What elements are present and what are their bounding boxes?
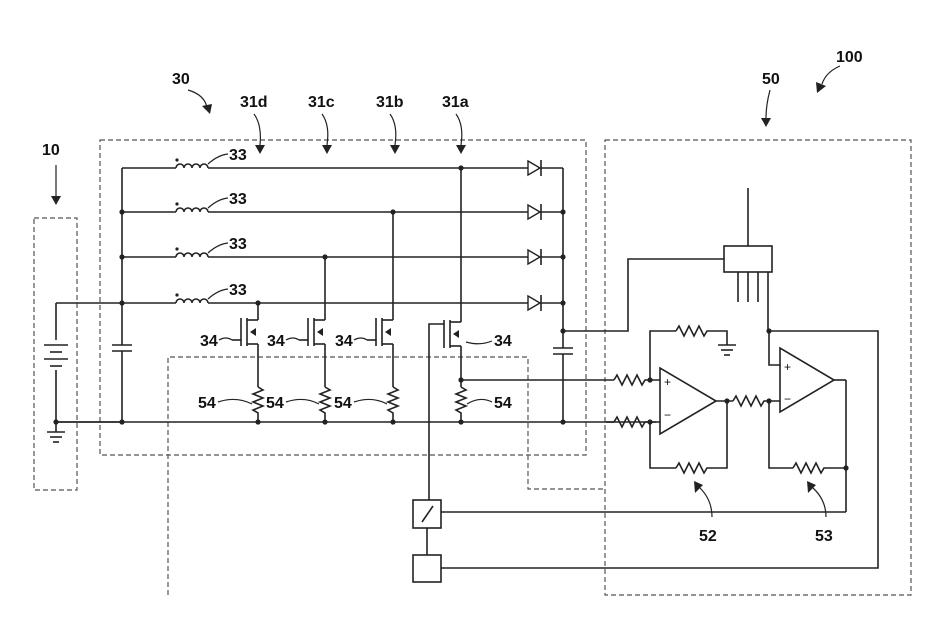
ref-label-shunt: 54: [198, 395, 216, 412]
inductor-icon: [176, 208, 208, 212]
sense-region: [168, 357, 605, 595]
inductor-icon: [176, 299, 208, 303]
mosfet-icon: [299, 257, 325, 387]
resistor-icon: [676, 326, 727, 345]
ref-label-shunt: 54: [266, 395, 284, 412]
battery-box: [34, 218, 77, 490]
arrow-icon: [202, 104, 212, 114]
resistor-icon: [456, 387, 466, 422]
inductor-icon: [176, 164, 208, 168]
ref-label-shunt: 54: [494, 395, 512, 412]
input-capacitor-icon: [112, 345, 132, 351]
arrow-icon: [456, 145, 466, 154]
minus-sign: −: [664, 408, 671, 422]
resistor-icon: [253, 387, 263, 422]
diode-icon: [528, 160, 563, 176]
ref-label-inductor: 33: [229, 282, 247, 299]
resistor-icon: [320, 387, 330, 422]
diode-icon: [528, 249, 563, 265]
ref-label-inductor: 33: [229, 236, 247, 253]
arrow-icon: [807, 481, 816, 493]
arrow-icon: [322, 145, 332, 154]
ref-label-amplifier-2: 53: [815, 528, 833, 545]
ref-label-switch: 34: [200, 333, 218, 350]
ref-label-system: 100: [836, 49, 863, 66]
arrow-icon: [761, 118, 771, 127]
ref-label-controller: 50: [762, 71, 780, 88]
diode-icon: [528, 204, 563, 220]
ref-label-switch: 34: [335, 333, 353, 350]
minus-sign: −: [784, 392, 791, 406]
resistor-icon: [388, 387, 398, 422]
diode-icon: [528, 295, 563, 311]
ref-label-amplifier-1: 52: [699, 528, 717, 545]
ref-label-inductor: 33: [229, 147, 247, 164]
plus-sign: +: [664, 375, 671, 389]
ref-label-phase-a: 31a: [442, 94, 469, 111]
plus-sign: +: [784, 360, 791, 374]
sensor-block: [724, 246, 772, 272]
logic-box: [413, 555, 441, 582]
arrow-icon: [255, 145, 265, 154]
battery-icon: [44, 303, 122, 425]
resistor-icon: [614, 375, 660, 385]
controller-box: [605, 140, 911, 595]
ref-label-battery: 10: [42, 142, 60, 159]
mosfet-icon: [429, 168, 461, 500]
arrow-icon: [51, 196, 61, 205]
arrow-icon: [694, 481, 703, 493]
inductor-icon: [176, 253, 208, 257]
ref-label-switch: 34: [267, 333, 285, 350]
ref-label-shunt: 54: [334, 395, 352, 412]
ref-label-converter: 30: [172, 71, 190, 88]
mosfet-icon: [232, 303, 258, 387]
ref-label-phase-b: 31b: [376, 94, 404, 111]
ground-icon: [47, 422, 65, 442]
resistor-icon: [733, 396, 780, 406]
output-capacitor-icon: [553, 348, 573, 354]
mosfet-icon: [367, 212, 393, 387]
ref-label-phase-d: 31d: [240, 94, 268, 111]
resistor-icon: [793, 463, 846, 473]
resistor-icon: [676, 401, 727, 473]
arrow-icon: [816, 82, 826, 93]
ground-icon: [718, 345, 736, 355]
arrow-icon: [390, 145, 400, 154]
ref-label-inductor: 33: [229, 191, 247, 208]
ref-label-switch: 34: [494, 333, 512, 350]
ref-label-phase-c: 31c: [308, 94, 335, 111]
